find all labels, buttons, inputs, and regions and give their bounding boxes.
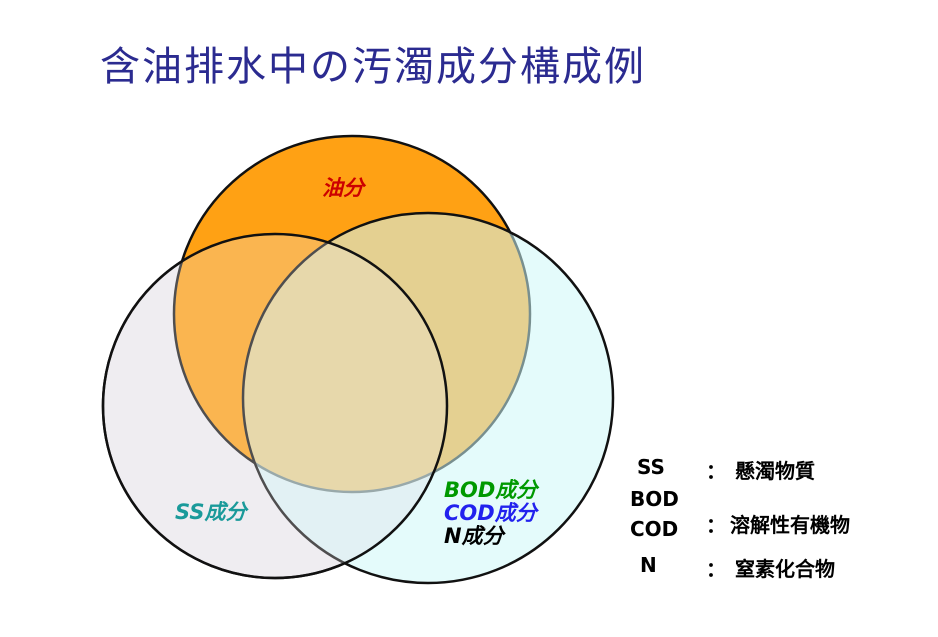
- legend-sep-cod: ：: [706, 513, 726, 537]
- legend-sep-ss: ：: [706, 459, 726, 483]
- legend-abbr-bod: BOD: [630, 487, 679, 511]
- legend-abbr-n: N: [640, 553, 657, 577]
- legend-desc-ss: 懸濁物質: [735, 459, 815, 483]
- bod-label: BOD成分: [444, 478, 540, 502]
- legend-abbr-ss: SS: [637, 455, 665, 479]
- n-label: N成分: [444, 524, 507, 548]
- legend-desc-cod: 溶解性有機物: [730, 513, 850, 537]
- cod-label: COD成分: [444, 501, 540, 525]
- dissolved-circle: [241, 211, 615, 585]
- legend-sep-n: ：: [706, 557, 726, 581]
- oil-label: 油分: [322, 176, 367, 200]
- page-title: 含油排水中の汚濁成分構成例: [100, 44, 646, 90]
- legend-abbr-cod: COD: [630, 517, 679, 541]
- legend-desc-n: 窒素化合物: [735, 557, 835, 581]
- ss-label: SS成分: [175, 500, 250, 524]
- ss-overlay: [101, 232, 449, 580]
